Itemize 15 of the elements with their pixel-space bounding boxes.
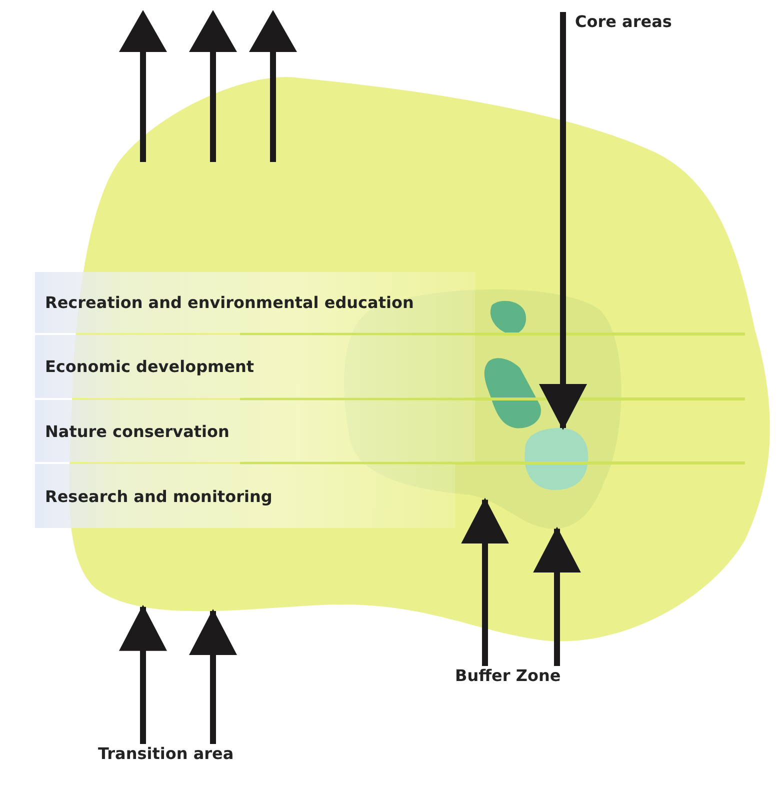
arrow (119, 604, 167, 744)
band-label: Research and monitoring (45, 486, 272, 506)
arrow (189, 609, 237, 744)
zone-function-band (35, 335, 475, 398)
zone-function-band (35, 464, 455, 528)
band-label: Recreation and environmental education (45, 293, 414, 312)
arrow (461, 498, 509, 666)
zone-label: Buffer Zone (455, 666, 561, 685)
arrow (539, 12, 587, 430)
zone-label: Core areas (563, 12, 672, 31)
zone-label: Transition area (98, 744, 234, 763)
zone-function-band (35, 272, 475, 333)
band-label: Economic development (45, 357, 254, 376)
band-label: Nature conservation (45, 422, 230, 440)
zone-function-band (35, 400, 475, 462)
